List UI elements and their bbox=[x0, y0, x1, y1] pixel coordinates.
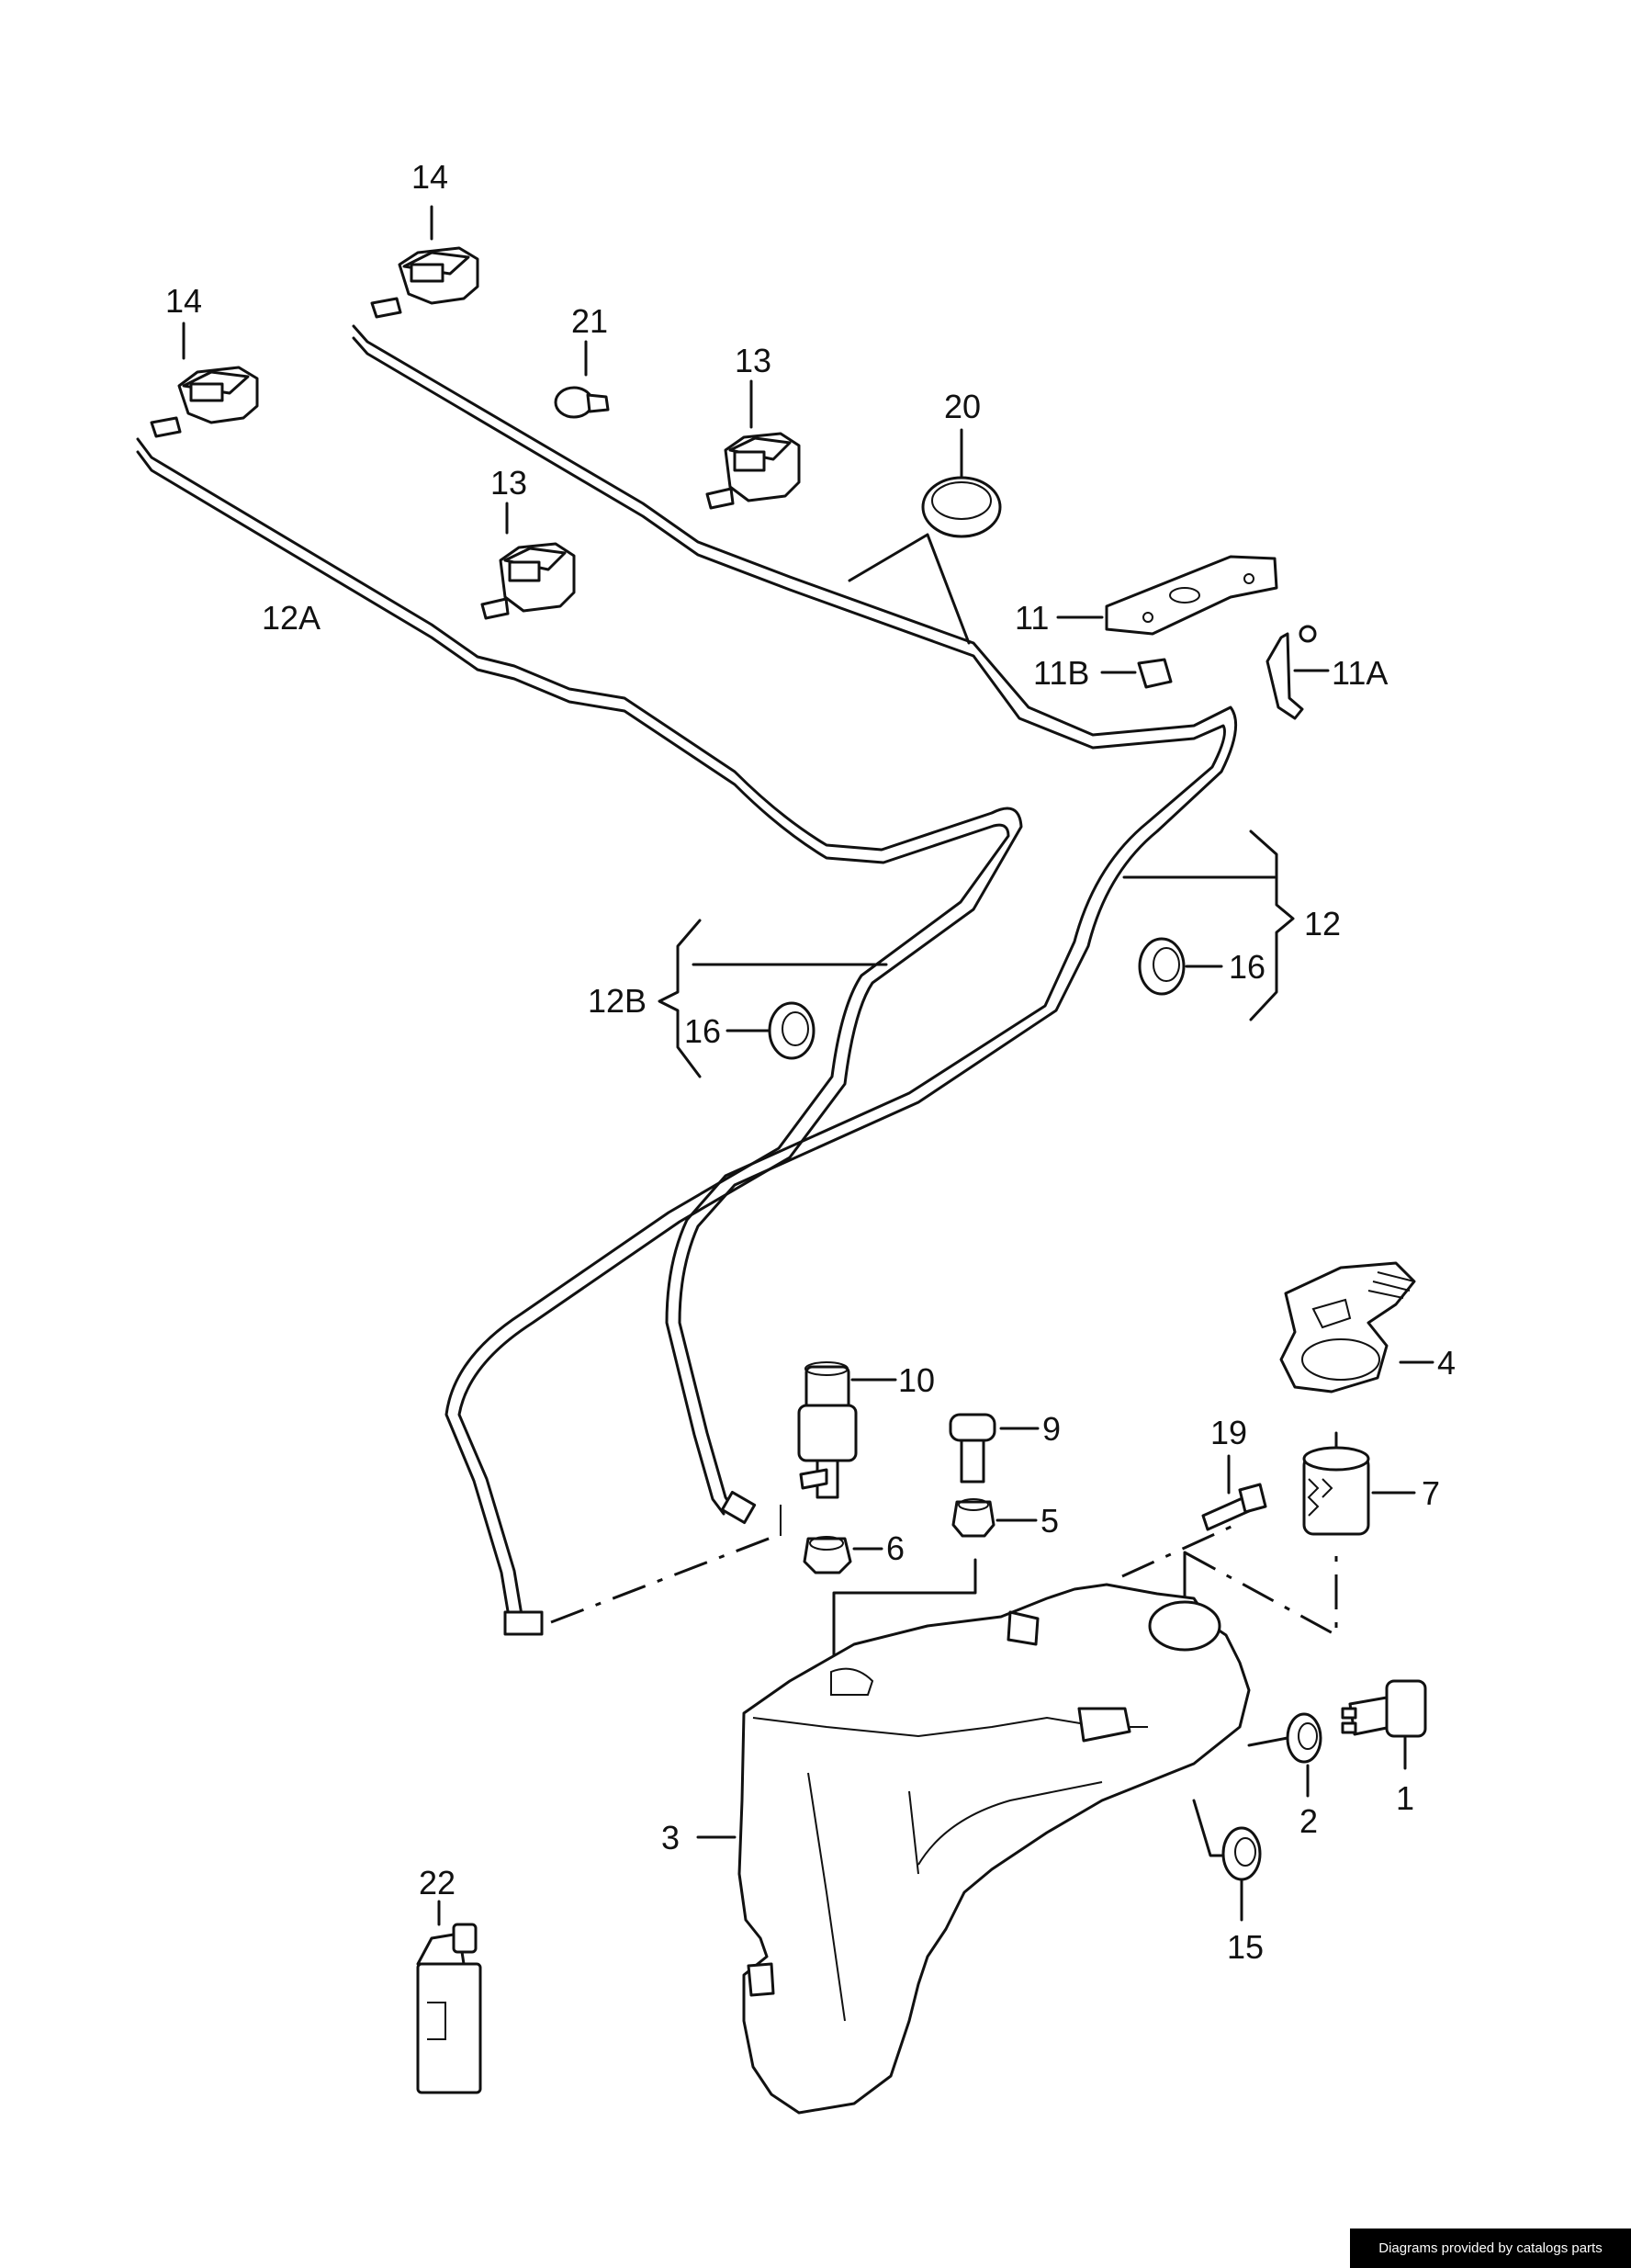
label-2: 2 bbox=[1299, 1802, 1318, 1840]
bracket-11 bbox=[1056, 555, 1278, 636]
label-12a: 12A bbox=[262, 599, 321, 637]
label-9: 9 bbox=[1042, 1410, 1061, 1448]
label-7: 7 bbox=[1422, 1474, 1440, 1512]
leader-neck-left bbox=[1121, 1523, 1236, 1578]
hose-clip-21 bbox=[554, 340, 610, 419]
brace-12b bbox=[658, 919, 702, 1078]
filler-cap-4 bbox=[1279, 1261, 1434, 1394]
grommet-2 bbox=[1247, 1712, 1322, 1798]
label-20: 20 bbox=[944, 388, 981, 425]
plug-9 bbox=[949, 1413, 1040, 1484]
grommet-16-left bbox=[726, 1001, 816, 1060]
label-13-lower: 13 bbox=[490, 464, 527, 502]
grommet-5 bbox=[951, 1498, 1038, 1538]
level-sensor-1 bbox=[1341, 1679, 1427, 1770]
part-labels: 14 14 21 13 20 13 12A 11 11B 11A 12 16 1… bbox=[165, 158, 1456, 1966]
brace-12 bbox=[1249, 829, 1295, 1021]
label-16-left: 16 bbox=[684, 1012, 721, 1050]
grommet-16-right bbox=[1138, 937, 1223, 996]
label-6: 6 bbox=[886, 1529, 905, 1567]
credit-banner: Diagrams provided by catalogs parts bbox=[1350, 2229, 1631, 2268]
label-22: 22 bbox=[419, 1864, 456, 1901]
clip-11b bbox=[1100, 658, 1173, 689]
label-10: 10 bbox=[898, 1361, 935, 1399]
bracket-11a bbox=[1265, 625, 1330, 720]
label-14-upper: 14 bbox=[411, 158, 448, 196]
label-12b: 12B bbox=[588, 982, 647, 1020]
label-12: 12 bbox=[1304, 905, 1341, 942]
label-14-lower: 14 bbox=[165, 282, 202, 320]
label-5: 5 bbox=[1040, 1502, 1059, 1540]
grommet-15 bbox=[1192, 1799, 1262, 1922]
washer-jet-13-upper bbox=[705, 379, 801, 510]
leader-pump-tank bbox=[832, 1558, 977, 1674]
cap-20 bbox=[921, 428, 1002, 538]
washer-tank-3 bbox=[696, 1583, 1251, 2115]
grommet-6 bbox=[803, 1536, 883, 1574]
label-13-upper: 13 bbox=[735, 342, 771, 379]
washer-pump-10 bbox=[797, 1361, 897, 1499]
label-11: 11 bbox=[1015, 599, 1049, 637]
label-11a: 11A bbox=[1332, 654, 1388, 692]
leader-hose-upper bbox=[848, 533, 971, 645]
fluid-bottle-22 bbox=[416, 1900, 482, 2094]
label-16-right: 16 bbox=[1229, 948, 1265, 986]
washer-jet-14-lower bbox=[150, 322, 259, 438]
label-4: 4 bbox=[1437, 1344, 1456, 1382]
washer-jet-13-lower bbox=[480, 502, 576, 620]
label-15: 15 bbox=[1227, 1928, 1264, 1966]
bolt-19 bbox=[1201, 1454, 1267, 1531]
label-1: 1 bbox=[1396, 1779, 1414, 1817]
label-21: 21 bbox=[571, 302, 608, 340]
label-3: 3 bbox=[661, 1819, 680, 1856]
label-19: 19 bbox=[1210, 1414, 1247, 1451]
label-11b: 11B bbox=[1033, 654, 1089, 692]
washer-jet-14-upper bbox=[370, 205, 479, 319]
hose-lines bbox=[136, 324, 1238, 1636]
strainer-7 bbox=[1302, 1431, 1416, 1536]
